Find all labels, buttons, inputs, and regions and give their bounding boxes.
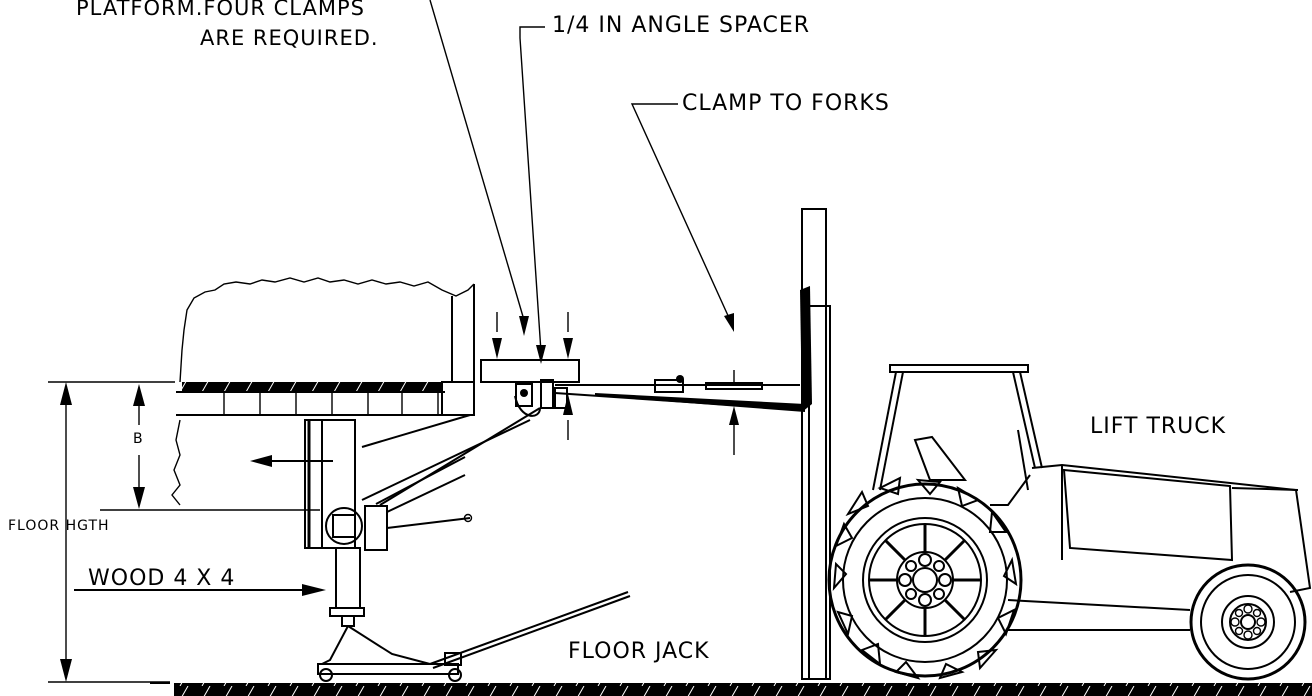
clamp-to-forks-label: CLAMP TO FORKS — [682, 91, 890, 116]
dimension-b-label: B — [133, 431, 144, 447]
clamp-note-line1: PLATFORM.FOUR CLAMPS — [76, 0, 365, 20]
wood-arrow — [74, 584, 326, 596]
clamp-spacer — [480, 312, 580, 440]
wood-label: WOOD 4 X 4 — [88, 566, 235, 591]
mast — [801, 208, 831, 680]
fork — [554, 286, 812, 455]
lift-truck-label: LIFT TRUCK — [1090, 414, 1226, 439]
lift-truck — [827, 364, 1312, 681]
leader-lines — [429, 0, 734, 364]
post-assembly — [304, 383, 541, 609]
floor-jack — [317, 591, 631, 682]
dimension-floor-height — [48, 381, 175, 683]
floor-height-label: FLOOR HGTH — [8, 518, 110, 534]
angle-spacer-label: 1/4 IN ANGLE SPACER — [552, 13, 810, 38]
floor-jack-label: FLOOR JACK — [568, 639, 710, 664]
dimension-b — [100, 384, 320, 511]
platform — [171, 277, 475, 506]
ground-hatch — [174, 683, 1312, 696]
clamp-note-line2: ARE REQUIRED. — [200, 26, 379, 50]
